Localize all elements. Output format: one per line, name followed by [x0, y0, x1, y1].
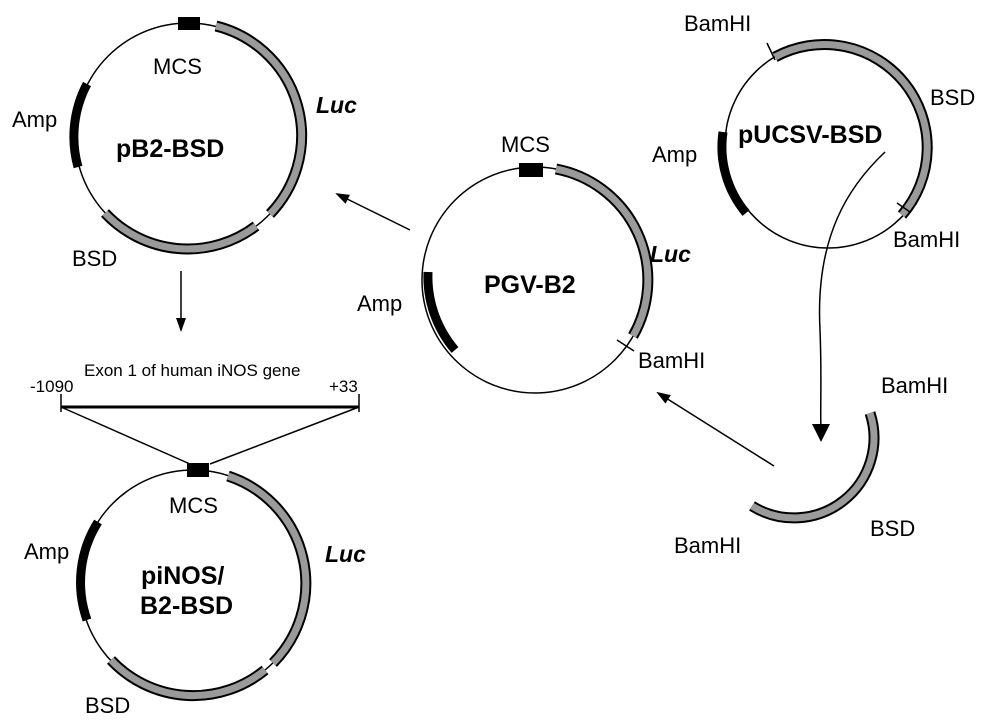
pb2-bsd-segment [100, 209, 260, 255]
pgv-bamhi-tick [616, 339, 635, 352]
fragment-bsd-label: BSD [870, 516, 915, 541]
excision-curve [818, 151, 886, 429]
bsd-fragment: BamHI BSD BamHI [674, 373, 948, 558]
pgv-mcs-box [519, 163, 543, 177]
excision-arrowhead [812, 424, 830, 442]
pucsv-amp-label: Amp [652, 142, 697, 167]
pinos-luc-label: Luc [325, 541, 366, 567]
pb2-luc-segment [214, 20, 308, 218]
fragment-bamhi-bottom-label: BamHI [674, 533, 741, 558]
insert-left-coord: -1090 [30, 377, 73, 396]
arrow-pgv-to-pb2 [335, 193, 411, 231]
pinos-amp-segment [76, 519, 102, 622]
arrow-fragment-to-pgv [656, 391, 775, 467]
pucsv-bamhi-bottom-label: BamHI [893, 227, 960, 252]
insert-right-coord: +33 [329, 377, 358, 396]
pinos-luc-segment [226, 470, 312, 667]
plasmid-pinos-b2-bsd: MCS Luc Amp piNOS/ B2-BSD BSD [24, 463, 366, 718]
pucsv-bamhi-top-tick [766, 42, 776, 61]
pgv-amp-label: Amp [357, 291, 402, 316]
pucsv-name: pUCSV-BSD [738, 121, 882, 149]
pb2-mcs-box [178, 17, 200, 30]
pb2-amp-segment [69, 81, 92, 169]
pucsv-bsd-segment [772, 38, 933, 219]
pb2-mcs-label: MCS [153, 54, 202, 79]
pgv-name: PGV-B2 [484, 271, 576, 299]
pb2-luc-label: Luc [316, 92, 357, 118]
pucsv-bsd-label: BSD [930, 85, 975, 110]
pinos-name-line2: B2-BSD [140, 592, 233, 620]
pgv-bamhi-label: BamHI [638, 348, 705, 373]
pgv-luc-segment [554, 163, 654, 339]
pinos-name-line1: piNOS/ [141, 562, 224, 590]
insert-label: Exon 1 of human iNOS gene [84, 361, 300, 380]
pb2-name: pB2-BSD [116, 135, 224, 163]
pgv-amp-segment [423, 271, 459, 353]
plasmid-pucsv-bsd: BamHI BSD pUCSV-BSD Amp BamHI [652, 11, 975, 252]
insert-left-guide [60, 406, 191, 465]
fragment-bamhi-top-label: BamHI [881, 373, 948, 398]
pgv-mcs-label: MCS [501, 132, 550, 157]
insert-right-guide [209, 406, 360, 465]
plasmid-pb2-bsd: MCS Luc Amp pB2-BSD BSD [12, 17, 357, 271]
pucsv-bamhi-top-label: BamHI [684, 11, 751, 36]
pinos-mcs-label: MCS [169, 493, 218, 518]
pinos-mcs-box [187, 463, 209, 477]
pinos-amp-label: Amp [24, 539, 69, 564]
pb2-amp-label: Amp [12, 107, 57, 132]
plasmid-pgv-b2: MCS Luc PGV-B2 Amp BamHI [357, 132, 705, 394]
pinos-bsd-segment [106, 656, 269, 702]
pgv-luc-label: Luc [650, 241, 691, 267]
pb2-bsd-label: BSD [72, 246, 117, 271]
pucsv-amp-segment [717, 131, 750, 216]
pucsv-bamhi-bottom-tick [896, 202, 911, 213]
inos-insert: Exon 1 of human iNOS gene -1090 +33 [30, 361, 360, 465]
fragment-bsd-segment [749, 411, 880, 524]
pinos-bsd-label: BSD [85, 693, 130, 718]
